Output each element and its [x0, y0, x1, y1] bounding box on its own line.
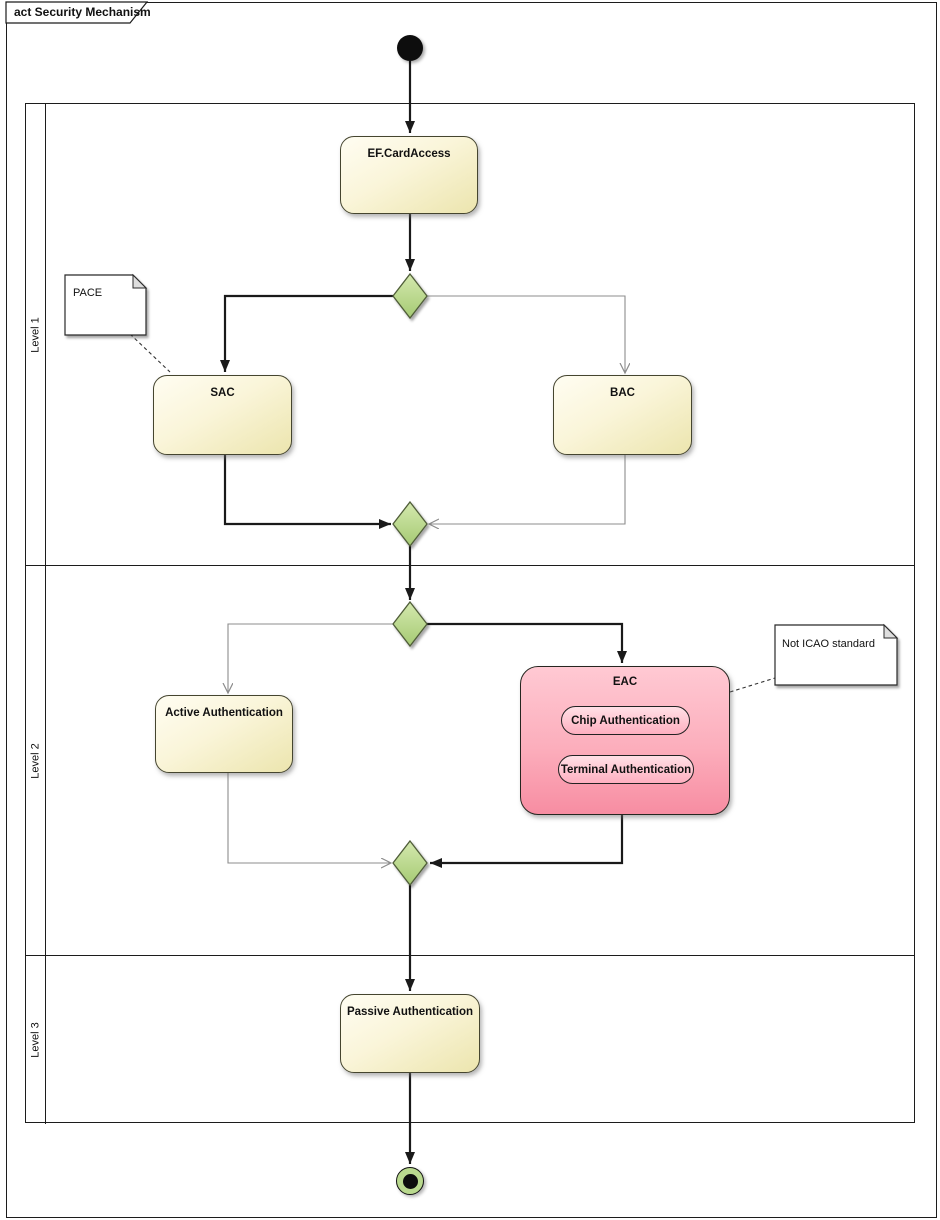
not-icao-note[interactable] [774, 624, 898, 686]
activity-passive-authentication[interactable]: Passive Authentication [340, 994, 480, 1073]
pace-note-fold-icon [132, 273, 148, 289]
sub-activity-terminal-authentication[interactable]: Terminal Authentication [558, 755, 694, 784]
decision-node-2[interactable] [392, 600, 428, 648]
activity-passive-authentication-label: Passive Authentication [346, 1006, 474, 1018]
swimlane-level-1: Level 1 [26, 104, 914, 565]
activity-bac[interactable]: BAC [553, 375, 692, 455]
edge-bac-to-merge1 [429, 455, 626, 524]
not-icao-note-fold-icon [883, 623, 899, 639]
thin-control-flows [227, 295, 626, 863]
pace-note[interactable] [64, 274, 147, 336]
activity-active-authentication-label: Active Authentication [165, 707, 283, 719]
frame-title-tab [5, 1, 149, 24]
sub-activity-terminal-authentication-label: Terminal Authentication [560, 763, 692, 776]
link-pace-to-sac [129, 333, 171, 373]
initial-node[interactable] [397, 35, 423, 61]
activity-bac-label: BAC [610, 387, 635, 399]
final-node[interactable] [396, 1167, 424, 1195]
activity-ef-cardaccess[interactable]: EF.CardAccess [340, 136, 478, 214]
pace-note-text: PACE [73, 287, 103, 299]
note-links [129, 333, 776, 693]
swimlane-level-2-label-cell[interactable]: Level 2 [26, 566, 46, 955]
bold-control-flows [220, 61, 627, 1164]
decision-node-1[interactable] [392, 272, 428, 320]
activity-sac-label: SAC [210, 387, 235, 399]
merge-node-1[interactable] [392, 500, 428, 548]
swimlane-level-3: Level 3 [26, 955, 914, 1124]
activity-eac[interactable]: EAC Chip Authentication Terminal Authent… [520, 666, 730, 815]
link-eac-to-noticao [729, 677, 776, 693]
activity-ef-cardaccess-label: EF.CardAccess [367, 148, 451, 160]
sub-activity-chip-authentication-label: Chip Authentication [571, 714, 680, 727]
edge-decision2-to-activeauth [228, 623, 393, 693]
activity-active-authentication[interactable]: Active Authentication [155, 695, 293, 773]
activity-sac[interactable]: SAC [153, 375, 292, 455]
final-node-inner-icon [402, 1173, 418, 1189]
diagram-frame [6, 2, 937, 1218]
edge-activeauth-to-merge2 [227, 773, 391, 863]
edge-decision1-to-bac [427, 295, 625, 373]
swimlane-level-1-label-cell[interactable]: Level 1 [26, 104, 46, 565]
edge-sac-to-merge1 [223, 455, 391, 529]
swimlane-level-3-label-cell[interactable]: Level 3 [26, 956, 46, 1124]
swimlane-level-2: Level 2 [26, 565, 914, 955]
edge-eac-to-merge2 [430, 815, 624, 868]
merge-node-2[interactable] [392, 839, 428, 887]
activity-eac-label: EAC [612, 676, 638, 688]
notes-layer [64, 273, 899, 686]
edge-decision2-to-eac [427, 622, 627, 663]
sub-activity-chip-authentication[interactable]: Chip Authentication [561, 706, 690, 735]
decision-nodes [392, 272, 428, 887]
swimlane-group: Level 1 Level 2 Level 3 [25, 103, 915, 1124]
diagram-title: act Security Mechanism [14, 5, 151, 19]
edge-decision1-to-sac [220, 294, 393, 372]
not-icao-note-text: Not ICAO standard [782, 638, 875, 650]
